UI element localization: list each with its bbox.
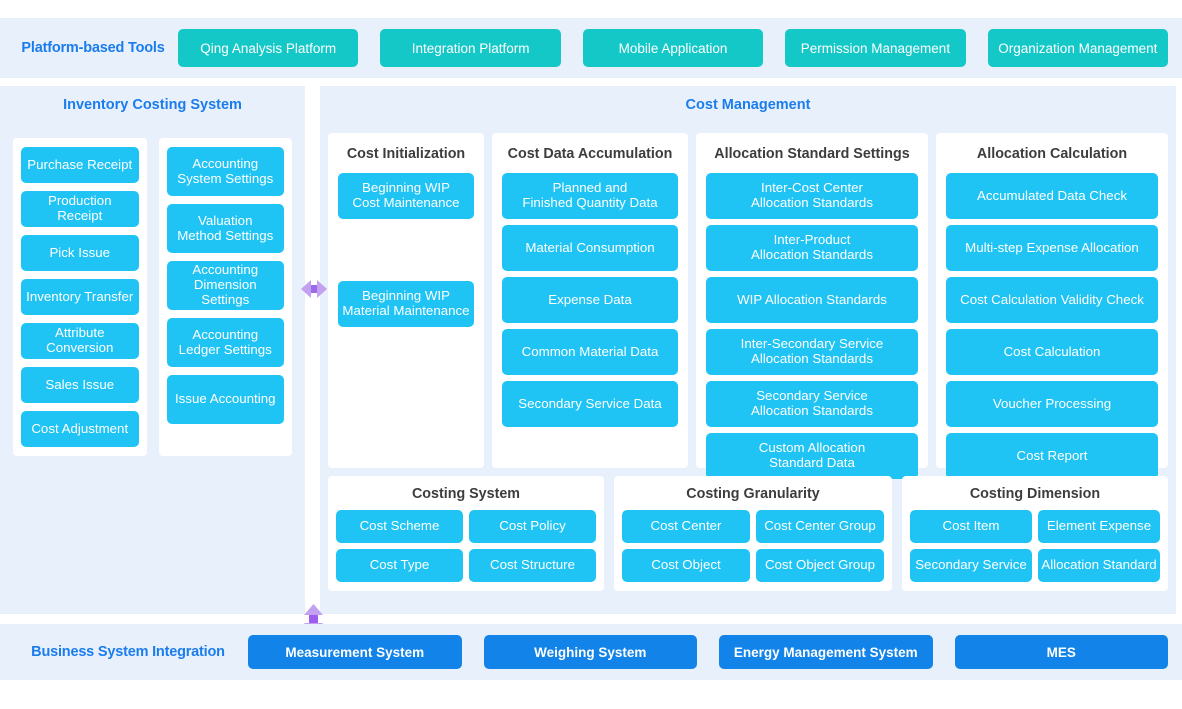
cost-initialization-spacer <box>338 225 474 275</box>
cost-item-cost-calculation[interactable]: Cost Calculation <box>946 329 1158 375</box>
inventory-item-purchase-receipt[interactable]: Purchase Receipt <box>21 147 139 183</box>
inventory-item-sales-issue[interactable]: Sales Issue <box>21 367 139 403</box>
platform-item-integration-platform[interactable]: Integration Platform <box>380 29 561 67</box>
platform-item-mobile-application[interactable]: Mobile Application <box>582 29 764 67</box>
inventory-item-accounting-system-settings[interactable]: Accounting System Settings <box>166 147 284 196</box>
cost-data-accumulation-heading: Cost Data Accumulation <box>507 146 673 162</box>
integration-item-energy-management-system[interactable]: Energy Management System <box>719 635 933 669</box>
cost-management-title: Cost Management <box>685 97 811 113</box>
cost-item-secondary-service-data[interactable]: Secondary Service Data <box>502 381 678 427</box>
allocation-standard-settings-heading: Allocation Standard Settings <box>714 146 910 162</box>
platform-item-qing-analysis-platform[interactable]: Qing Analysis Platform <box>178 29 359 67</box>
cost-management-panel: Cost Management Cost Initialization Begi… <box>320 86 1176 614</box>
costing-item-cost-center[interactable]: Cost Center <box>622 510 750 543</box>
inventory-item-attribute-conversion[interactable]: Attribute Conversion <box>21 323 139 359</box>
costing-system-card: Costing System Cost Scheme Cost Policy C… <box>328 476 604 591</box>
inventory-item-issue-accounting[interactable]: Issue Accounting <box>166 375 284 424</box>
allocation-calculation-column: Allocation Calculation Accumulated Data … <box>936 133 1168 479</box>
costing-item-cost-object-group[interactable]: Cost Object Group <box>756 549 884 582</box>
platform-item-permission-management[interactable]: Permission Management <box>785 29 966 67</box>
costing-item-secondary-service[interactable]: Secondary Service <box>910 549 1032 582</box>
costing-item-cost-scheme[interactable]: Cost Scheme <box>336 510 463 543</box>
cost-initialization-column: Cost Initialization Beginning WIP Cost M… <box>328 133 484 468</box>
cost-item-wip-allocation-standards[interactable]: WIP Allocation Standards <box>706 277 918 323</box>
inventory-costing-system-panel: Inventory Costing System Purchase Receip… <box>0 86 305 614</box>
platform-tools-bar: Platform-based Tools Qing Analysis Platf… <box>0 18 1182 78</box>
platform-item-organization-management[interactable]: Organization Management <box>987 29 1169 67</box>
cost-data-accumulation-items: Planned and Finished Quantity Data Mater… <box>502 173 678 427</box>
allocation-calculation-heading: Allocation Calculation <box>976 146 1128 162</box>
inventory-item-pick-issue[interactable]: Pick Issue <box>21 235 139 271</box>
integration-item-mes[interactable]: MES <box>954 635 1168 669</box>
integration-item-measurement-system[interactable]: Measurement System <box>248 635 462 669</box>
platform-tools-title: Platform-based Tools <box>21 40 165 56</box>
cost-initialization-heading: Cost Initialization <box>346 146 466 162</box>
cost-data-accumulation-column: Cost Data Accumulation Planned and Finis… <box>492 133 688 468</box>
cost-initialization-items: Beginning WIP Cost Maintenance Beginning… <box>338 173 474 327</box>
costing-dimension-card: Costing Dimension Cost Item Element Expe… <box>902 476 1168 591</box>
cost-item-cost-report[interactable]: Cost Report <box>946 433 1158 479</box>
cost-item-material-consumption[interactable]: Material Consumption <box>502 225 678 271</box>
cost-management-columns: Cost Initialization Beginning WIP Cost M… <box>320 113 1176 479</box>
cost-item-planned-and-finished-quantity-data[interactable]: Planned and Finished Quantity Data <box>502 173 678 219</box>
cost-item-inter-product-allocation-standards[interactable]: Inter-Product Allocation Standards <box>706 225 918 271</box>
cost-item-multi-step-expense-allocation[interactable]: Multi-step Expense Allocation <box>946 225 1158 271</box>
platform-tools-list: Qing Analysis Platform Integration Platf… <box>178 29 1174 67</box>
costing-dimension-heading: Costing Dimension <box>969 486 1101 502</box>
costing-foundation-groups: Costing System Cost Scheme Cost Policy C… <box>320 468 1176 591</box>
costing-item-cost-type[interactable]: Cost Type <box>336 549 463 582</box>
cost-item-inter-cost-center-allocation-standards[interactable]: Inter-Cost Center Allocation Standards <box>706 173 918 219</box>
inventory-item-accounting-dimension-settings[interactable]: Accounting Dimension Settings <box>166 261 284 310</box>
inventory-transactions-card: Purchase Receipt Production Receipt Pick… <box>13 138 147 456</box>
costing-item-cost-structure[interactable]: Cost Structure <box>469 549 596 582</box>
cost-item-beginning-wip-material-maintenance[interactable]: Beginning WIP Material Maintenance <box>338 281 474 327</box>
inventory-item-cost-adjustment[interactable]: Cost Adjustment <box>21 411 139 447</box>
inventory-settings-card: Accounting System Settings Valuation Met… <box>158 138 292 456</box>
integration-item-weighing-system[interactable]: Weighing System <box>483 635 697 669</box>
costing-dimension-items: Cost Item Element Expense Secondary Serv… <box>910 510 1160 582</box>
allocation-calculation-items: Accumulated Data Check Multi-step Expens… <box>946 173 1158 479</box>
horizontal-double-arrow-icon <box>301 280 327 298</box>
business-system-integration-bar: Business System Integration Measurement … <box>0 624 1182 680</box>
costing-item-cost-object[interactable]: Cost Object <box>622 549 750 582</box>
costing-item-element-expense[interactable]: Element Expense <box>1038 510 1160 543</box>
cost-item-beginning-wip-cost-maintenance[interactable]: Beginning WIP Cost Maintenance <box>338 173 474 219</box>
costing-item-cost-center-group[interactable]: Cost Center Group <box>756 510 884 543</box>
costing-system-items: Cost Scheme Cost Policy Cost Type Cost S… <box>336 510 596 582</box>
cost-item-common-material-data[interactable]: Common Material Data <box>502 329 678 375</box>
costing-system-heading: Costing System <box>411 486 521 502</box>
cost-item-voucher-processing[interactable]: Voucher Processing <box>946 381 1158 427</box>
costing-item-cost-item[interactable]: Cost Item <box>910 510 1032 543</box>
inventory-item-valuation-method-settings[interactable]: Valuation Method Settings <box>166 204 284 253</box>
cost-item-expense-data[interactable]: Expense Data <box>502 277 678 323</box>
costing-item-cost-policy[interactable]: Cost Policy <box>469 510 596 543</box>
inventory-costing-columns: Purchase Receipt Production Receipt Pick… <box>0 113 305 456</box>
costing-item-allocation-standard[interactable]: Allocation Standard <box>1038 549 1160 582</box>
business-system-integration-title: Business System Integration <box>31 644 225 660</box>
cost-item-inter-secondary-service-allocation-standards[interactable]: Inter-Secondary Service Allocation Stand… <box>706 329 918 375</box>
inventory-item-inventory-transfer[interactable]: Inventory Transfer <box>21 279 139 315</box>
costing-granularity-heading: Costing Granularity <box>686 486 820 502</box>
costing-granularity-card: Costing Granularity Cost Center Cost Cen… <box>614 476 892 591</box>
cost-item-accumulated-data-check[interactable]: Accumulated Data Check <box>946 173 1158 219</box>
inventory-item-production-receipt[interactable]: Production Receipt <box>21 191 139 227</box>
cost-item-custom-allocation-standard-data[interactable]: Custom Allocation Standard Data <box>706 433 918 479</box>
business-system-integration-list: Measurement System Weighing System Energ… <box>248 635 1174 669</box>
inventory-item-accounting-ledger-settings[interactable]: Accounting Ledger Settings <box>166 318 284 367</box>
costing-granularity-items: Cost Center Cost Center Group Cost Objec… <box>622 510 884 582</box>
cost-item-cost-calculation-validity-check[interactable]: Cost Calculation Validity Check <box>946 277 1158 323</box>
inventory-costing-system-title: Inventory Costing System <box>63 97 242 113</box>
allocation-standard-settings-items: Inter-Cost Center Allocation Standards I… <box>706 173 918 479</box>
middle-region: Inventory Costing System Purchase Receip… <box>0 86 1182 614</box>
allocation-standard-settings-column: Allocation Standard Settings Inter-Cost … <box>696 133 928 479</box>
cost-item-secondary-service-allocation-standards[interactable]: Secondary Service Allocation Standards <box>706 381 918 427</box>
